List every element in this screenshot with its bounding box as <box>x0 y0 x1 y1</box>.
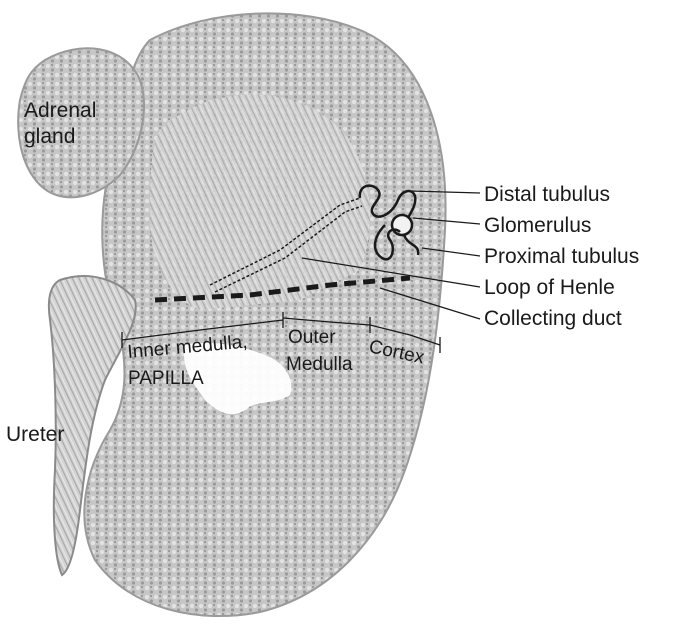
collecting-duct-label: Collecting duct <box>484 307 622 330</box>
proximal-tubulus-label: Proximal tubulus <box>484 245 639 268</box>
glomerulus-label: Glomerulus <box>484 214 591 237</box>
ureter-label: Ureter <box>6 423 64 446</box>
adrenal-label-line1: Adrenal <box>24 99 96 122</box>
adrenal-label-line2: gland <box>24 125 75 148</box>
papilla-label: PAPILLA <box>128 368 204 389</box>
distal-tubulus-label: Distal tubulus <box>484 183 610 206</box>
loop-of-henle-label: Loop of Henle <box>484 276 615 299</box>
glomerulus-shape <box>392 215 412 235</box>
outer-label: Outer <box>288 327 336 348</box>
medulla-label: Medulla <box>286 354 353 375</box>
medulla-region <box>150 95 370 310</box>
